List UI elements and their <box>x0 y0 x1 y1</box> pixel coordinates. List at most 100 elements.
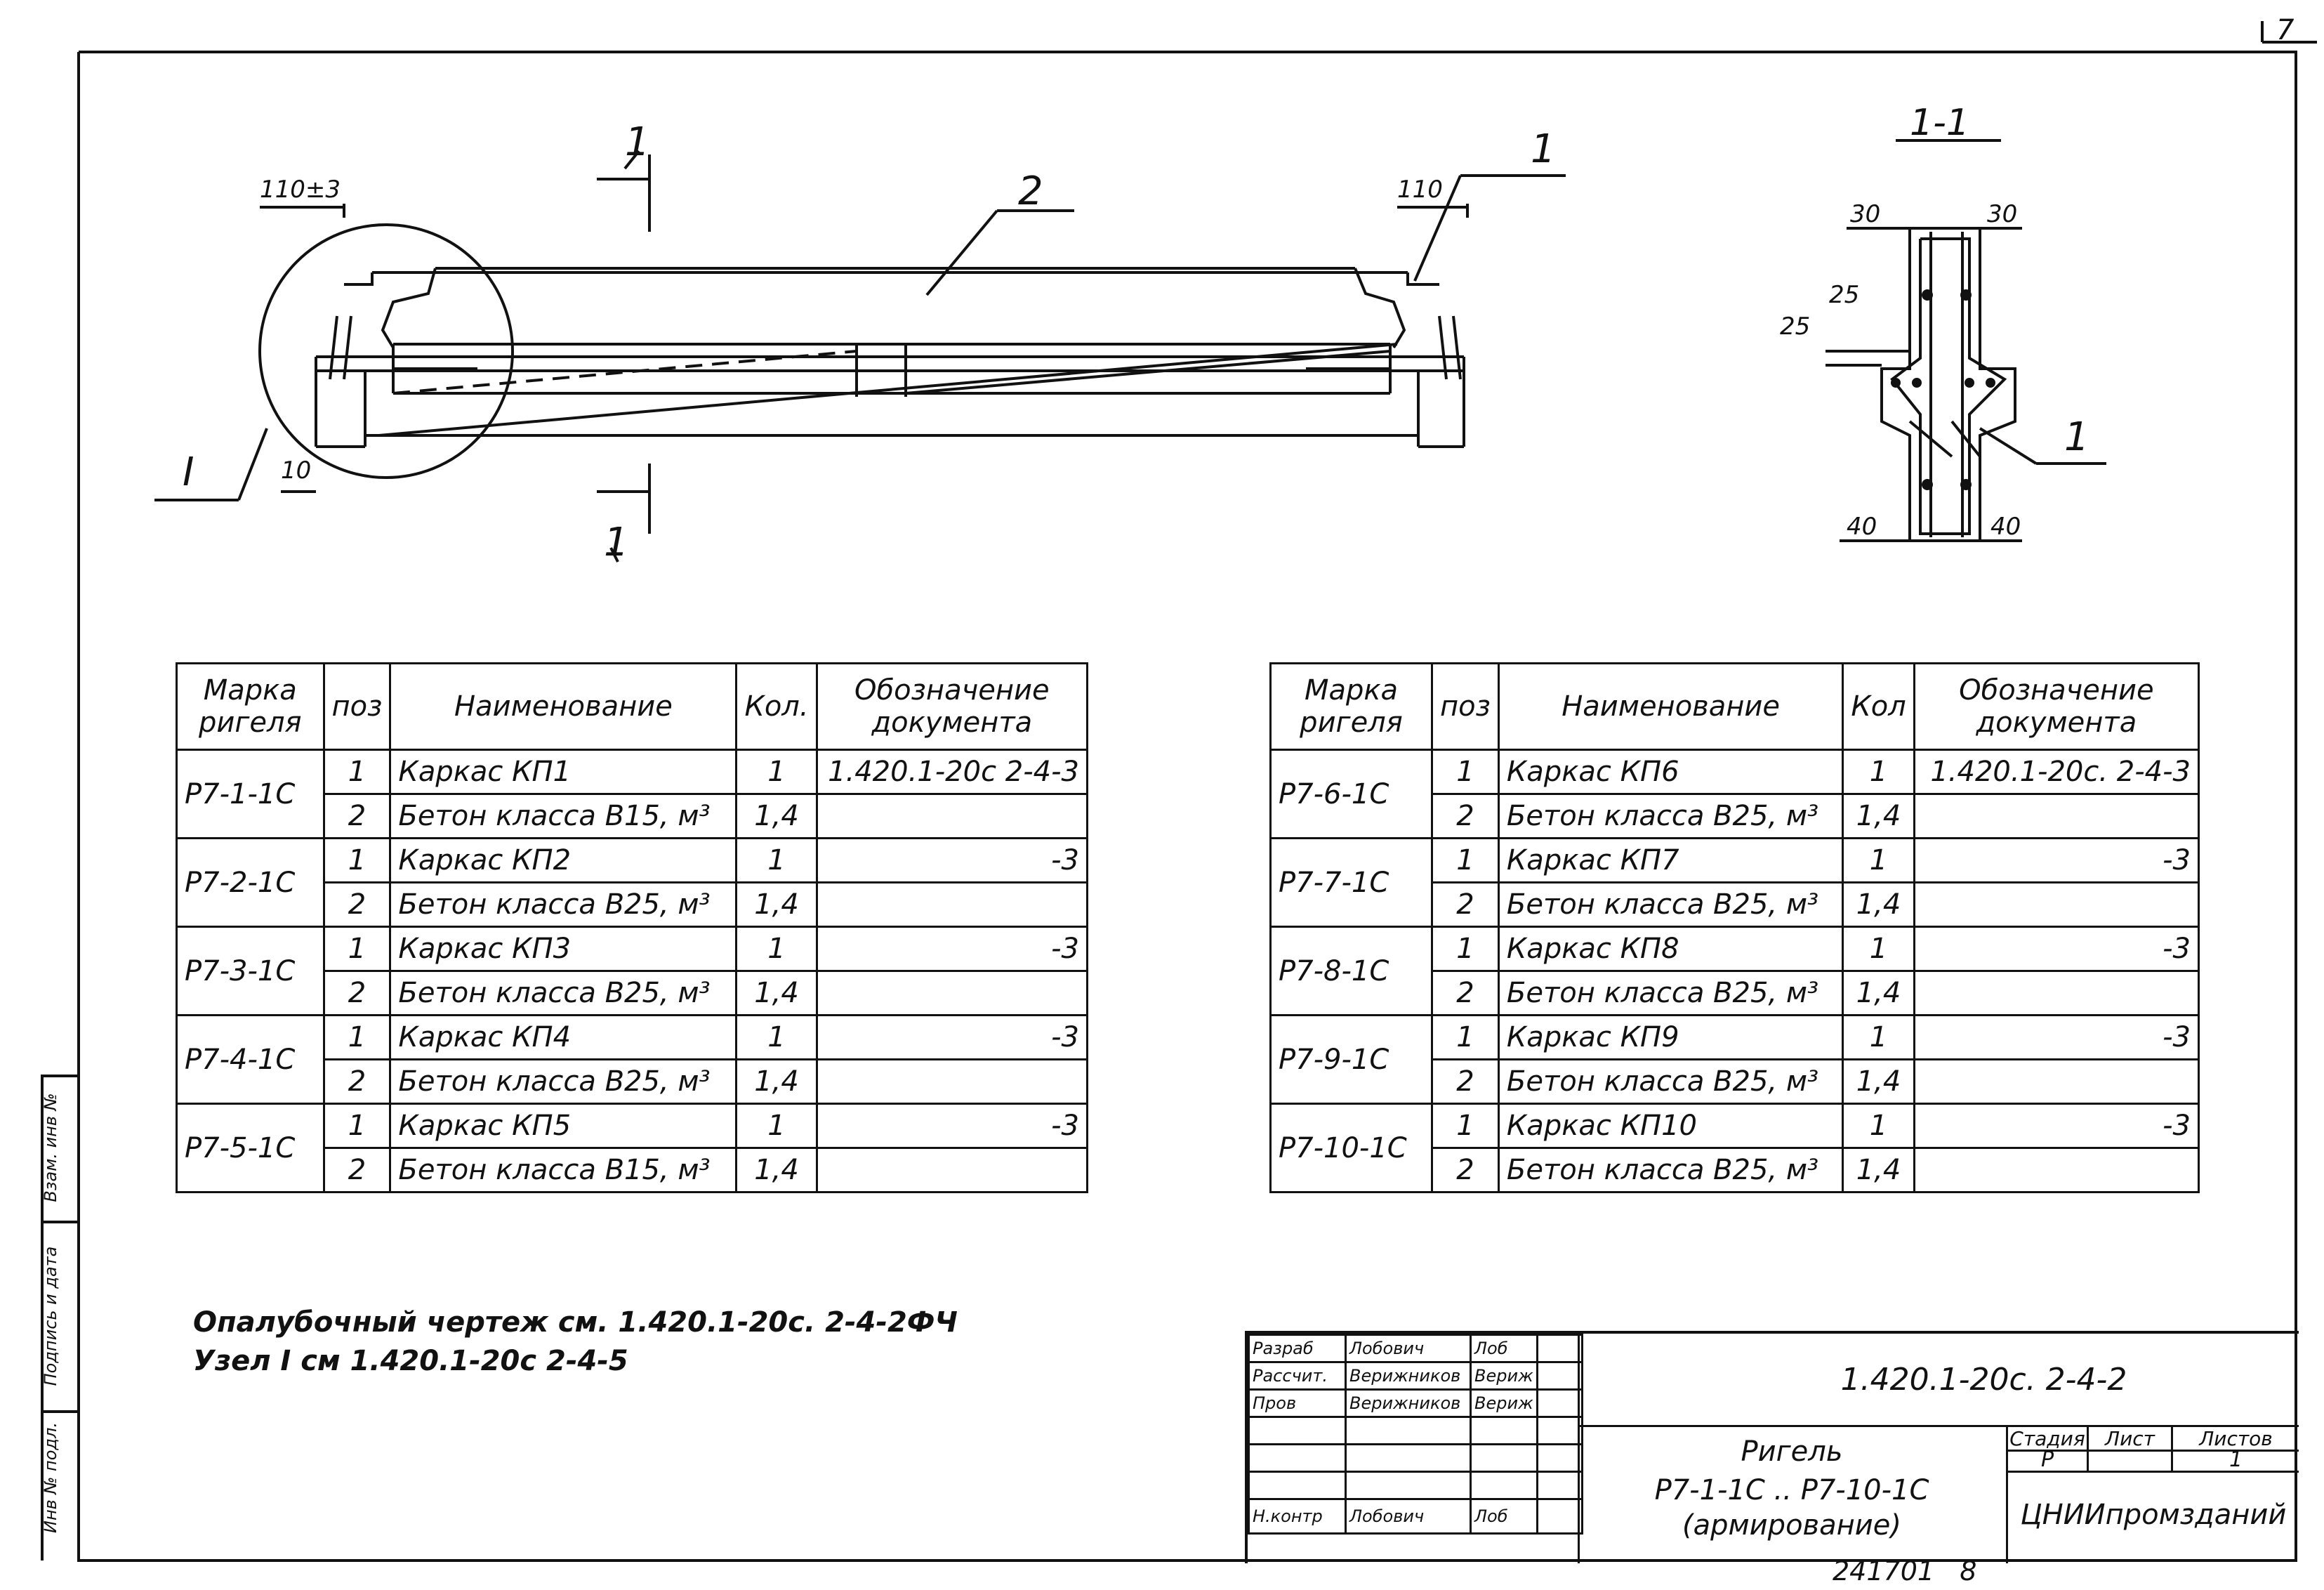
cell-pos: 2 <box>1431 1147 1500 1193</box>
header-doc: Обозначение документа <box>815 662 1089 751</box>
sec-dim-mid-a: 25 <box>1829 281 1860 309</box>
title-block-name <box>1345 1416 1472 1445</box>
cell-doc: -3 <box>815 926 1089 972</box>
title-block-name: Лобович <box>1345 1334 1472 1363</box>
header-qty: Кол <box>1842 662 1915 751</box>
cell-qty: 1 <box>1842 926 1915 972</box>
spec-table-left: Марка ригеля поз Наименование Кол. Обозн… <box>176 662 1089 1193</box>
cell-name: Бетон класса В15, м³ <box>389 793 738 839</box>
cell-pos: 2 <box>1431 970 1500 1016</box>
cell-mark: Р7-4-1С <box>176 1014 325 1105</box>
cell-mark: Р7-5-1С <box>176 1103 325 1193</box>
cell-pos: 2 <box>322 1058 392 1105</box>
cell-doc <box>1913 970 2200 1016</box>
cell-mark: Р7-6-1С <box>1269 749 1433 839</box>
cell-qty: 1 <box>1842 1103 1915 1149</box>
cell-name: Каркас КП2 <box>389 837 738 883</box>
header-qty: Кол. <box>735 662 818 751</box>
title-block-name: Верижников <box>1345 1388 1472 1418</box>
title-block-name <box>1345 1471 1472 1500</box>
title-block-date <box>1536 1388 1583 1418</box>
cell-mark: Р7-10-1С <box>1269 1103 1433 1193</box>
cell-qty: 1,4 <box>1842 1058 1915 1105</box>
header-mark: Марка ригеля <box>176 662 325 751</box>
side-stamp-inv: Инв № подл. <box>41 1422 60 1533</box>
cell-name: Бетон класса В25, м³ <box>389 970 738 1016</box>
cell-doc <box>815 1147 1089 1193</box>
cell-qty: 1,4 <box>1842 970 1915 1016</box>
cell-pos: 1 <box>1431 926 1500 972</box>
cell-doc: -3 <box>1913 837 2200 883</box>
cell-qty: 1 <box>735 749 818 795</box>
sheets-value: 1 <box>2229 1447 2243 1472</box>
cell-name: Каркас КП1 <box>389 749 738 795</box>
cell-name: Каркас КП10 <box>1497 1103 1844 1149</box>
page-number: 7 <box>2276 14 2295 46</box>
cell-qty: 1 <box>735 837 818 883</box>
title-block-name <box>1345 1443 1472 1473</box>
note-formwork: Опалубочный чертеж см. 1.420.1-20с. 2-4-… <box>193 1306 958 1339</box>
cell-mark: Р7-9-1С <box>1269 1014 1433 1105</box>
cell-name: Бетон класса В25, м³ <box>1497 881 1844 928</box>
cell-doc: -3 <box>1913 1014 2200 1060</box>
cell-pos: 1 <box>1431 749 1500 795</box>
cell-doc: 1.420.1-20с. 2-4-3 <box>1913 749 2200 795</box>
cell-qty: 1,4 <box>1842 881 1915 928</box>
cell-pos: 2 <box>1431 881 1500 928</box>
cell-doc: -3 <box>815 1014 1089 1060</box>
title-line-1: Ригель <box>1741 1435 1843 1468</box>
title-block-sign: Лоб <box>1470 1498 1538 1535</box>
sheets-label: Листов <box>2199 1427 2273 1450</box>
title-block-role <box>1248 1416 1347 1445</box>
cell-doc: -3 <box>1913 1103 2200 1149</box>
section-mark-top: 1 <box>625 119 650 165</box>
title-code: 1.420.1-20с. 2-4-2 <box>1840 1362 2127 1398</box>
title-block-name: Верижников <box>1345 1361 1472 1391</box>
side-stamp-frame <box>41 1075 79 1561</box>
cell-mark: Р7-8-1С <box>1269 926 1433 1016</box>
cell-doc <box>815 793 1089 839</box>
cell-qty: 1 <box>1842 749 1915 795</box>
sheet-frame <box>77 51 2297 1562</box>
cell-name: Бетон класса В25, м³ <box>1497 793 1844 839</box>
title-block-date <box>1536 1416 1583 1445</box>
title-block-row <box>1248 1416 1583 1445</box>
side-stamp-sign: Подпись и дата <box>41 1246 60 1386</box>
cell-doc <box>1913 1058 2200 1105</box>
title-block-role: Разраб <box>1248 1334 1347 1363</box>
callout-1: 1 <box>1531 126 1556 172</box>
title-block-sign: Вериж <box>1470 1388 1538 1418</box>
cell-name: Каркас КП9 <box>1497 1014 1844 1060</box>
dim-left-bottom: 10 <box>281 456 312 485</box>
side-stamp-replace: Взам. инв № <box>41 1093 60 1202</box>
title-line-3: (армирование) <box>1682 1509 1901 1542</box>
cell-name: Бетон класса В25, м³ <box>1497 1147 1844 1193</box>
cell-doc <box>815 881 1089 928</box>
title-block-role <box>1248 1443 1347 1473</box>
cell-name: Бетон класса В25, м³ <box>1497 970 1844 1016</box>
cell-name: Каркас КП5 <box>389 1103 738 1149</box>
cell-pos: 1 <box>322 926 392 972</box>
cell-name: Каркас КП4 <box>389 1014 738 1060</box>
table-header: Марка ригеля поз Наименование Кол Обозна… <box>1269 662 2200 751</box>
title-block-date <box>1536 1471 1583 1500</box>
cell-name: Каркас КП8 <box>1497 926 1844 972</box>
sec-callout-1: 1 <box>2064 414 2089 460</box>
title-block-sign <box>1470 1471 1538 1500</box>
cell-pos: 2 <box>322 970 392 1016</box>
title-block-sign: Лоб <box>1470 1334 1538 1363</box>
cell-pos: 1 <box>1431 1014 1500 1060</box>
cell-qty: 1,4 <box>735 1058 818 1105</box>
